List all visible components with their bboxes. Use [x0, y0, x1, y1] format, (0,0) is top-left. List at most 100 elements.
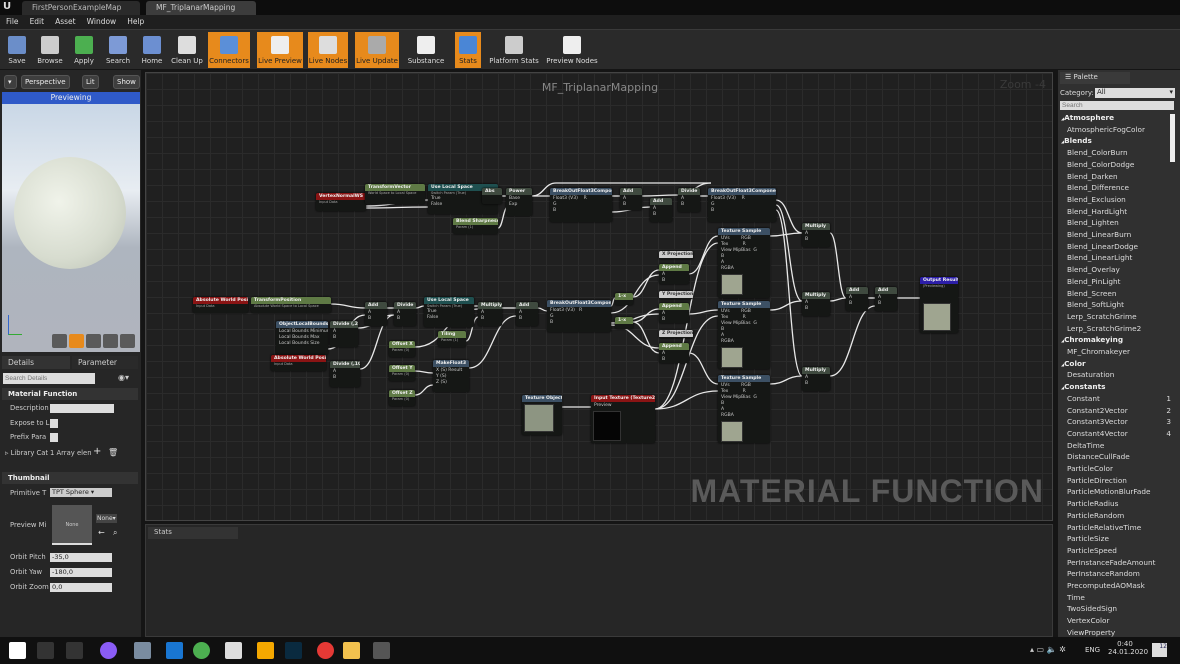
toolbar-live-nodes-button[interactable]: Live Nodes — [308, 32, 348, 68]
node-abs[interactable]: Abs — [482, 188, 502, 204]
palette-item[interactable]: ParticleDirection — [1067, 476, 1175, 485]
node-y-projection[interactable]: Y Projection — [659, 291, 693, 299]
cylinder-shape-button[interactable] — [52, 334, 67, 348]
prefix-checkbox[interactable] — [50, 433, 58, 442]
unreal-icon[interactable] — [373, 642, 390, 659]
palette-item[interactable]: ParticleSize — [1067, 534, 1175, 543]
palette-search-input[interactable] — [1060, 101, 1174, 110]
tab-first-person-map[interactable]: FirstPersonExampleMap — [22, 1, 140, 15]
palette-item[interactable]: PerInstanceFadeAmount — [1067, 558, 1175, 567]
add-element-icon[interactable]: + — [93, 446, 102, 457]
alice-icon[interactable] — [100, 642, 117, 659]
palette-item[interactable]: Blend_ColorDodge — [1067, 160, 1175, 169]
calendar-icon[interactable] — [225, 642, 242, 659]
palette-item[interactable]: Blend_Difference — [1067, 183, 1175, 192]
palette-item[interactable]: ParticleColor — [1067, 464, 1175, 473]
palette-item[interactable]: Blend_Screen — [1067, 289, 1175, 298]
lit-button[interactable]: Lit — [82, 75, 99, 89]
perspective-button[interactable]: Perspective — [21, 75, 70, 89]
palette-item[interactable]: MF_Chromakeyer — [1067, 347, 1175, 356]
chrome-icon[interactable] — [193, 642, 210, 659]
material-graph-canvas[interactable]: MF_TriplanarMapping Zoom -4 MATERIAL FUN… — [145, 72, 1053, 521]
palette-item[interactable]: Blend_ColorBurn — [1067, 148, 1175, 157]
node-absolute-world-position[interactable]: Absolute World PositionInput Data — [193, 297, 248, 313]
node-texture-object[interactable]: Texture Object — [522, 395, 562, 435]
palette-item[interactable]: Blend_HardLight — [1067, 207, 1175, 216]
palette-item[interactable]: Blend_PinLight — [1067, 277, 1175, 286]
palette-item[interactable]: Blend_SoftLight — [1067, 300, 1175, 309]
palette-item[interactable]: Desaturation — [1067, 370, 1175, 379]
node-z-projection[interactable]: Z Projection — [659, 330, 693, 338]
palette-item[interactable]: AtmosphericFogColor — [1067, 125, 1175, 134]
photos-icon[interactable] — [134, 642, 151, 659]
menu-asset[interactable]: Asset — [55, 17, 76, 26]
toolbar-preview-nodes-button[interactable]: Preview Nodes — [544, 32, 600, 68]
plane-shape-button[interactable] — [86, 334, 101, 348]
mesh-shape-button[interactable] — [120, 334, 135, 348]
palette-category[interactable]: ◢Atmosphere — [1061, 113, 1169, 122]
palette-item[interactable]: Blend_LinearDodge — [1067, 242, 1175, 251]
node-1-x[interactable]: 1-x — [615, 293, 633, 305]
palette-category[interactable]: ◢Chromakeying — [1061, 335, 1169, 344]
palette-item[interactable]: TwoSidedSign — [1067, 604, 1175, 613]
palette-item[interactable]: VertexColor — [1067, 616, 1175, 625]
preview-mesh-thumbnail[interactable]: None — [52, 505, 92, 545]
task-view-icon[interactable] — [66, 642, 83, 659]
palette-item[interactable]: Blend_Exclusion — [1067, 195, 1175, 204]
node-divide-2[interactable]: Divide (,2)A B — [330, 321, 358, 347]
palette-item[interactable]: ParticleRadius — [1067, 499, 1175, 508]
search-icon[interactable] — [37, 642, 54, 659]
node-output-result[interactable]: Output Result(Previewing) — [920, 277, 958, 333]
language-indicator[interactable]: ENG — [1085, 646, 1101, 654]
orbit-pitch-input[interactable]: -35,0 — [50, 553, 112, 562]
start-icon[interactable] — [9, 642, 26, 659]
palette-item[interactable]: Lerp_ScratchGrime — [1067, 312, 1175, 321]
description-field[interactable] — [50, 404, 114, 413]
palette-item[interactable]: ParticleRandom — [1067, 511, 1175, 520]
yandex-icon[interactable] — [317, 642, 334, 659]
search-details-input[interactable] — [3, 373, 95, 384]
toolbar-save-button[interactable]: Save — [4, 32, 30, 68]
toolbar-browse-button[interactable]: Browse — [36, 32, 64, 68]
node-breakoutfloat3components[interactable]: BreakOutFloat3ComponentsFloat3 (V3) R G … — [550, 188, 612, 222]
toolbar-apply-button[interactable]: Apply — [71, 32, 97, 68]
show-button[interactable]: Show — [113, 75, 140, 89]
tab-palette[interactable]: ☰ Palette — [1060, 72, 1130, 84]
palette-item[interactable]: ParticleMotionBlurFade — [1067, 487, 1175, 496]
palette-item[interactable]: ParticleRelativeTime — [1067, 523, 1175, 532]
orbit-zoom-input[interactable]: 0,0 — [50, 583, 112, 592]
cube-shape-button[interactable] — [103, 334, 118, 348]
tab-parameter[interactable]: Parameter — [72, 356, 138, 369]
menu-edit[interactable]: Edit — [29, 17, 45, 26]
use-selected-arrow-icon[interactable]: ← — [98, 528, 105, 537]
tab-details[interactable]: Details — [2, 356, 70, 369]
palette-item[interactable]: Blend_Lighten — [1067, 218, 1175, 227]
primitive-select[interactable]: TPT Sphere ▾ — [50, 488, 112, 497]
viewport-options-dropdown[interactable]: ▾ — [4, 75, 17, 89]
delete-icon[interactable]: 🗑 — [108, 448, 119, 457]
node-absolute-world-position[interactable]: Absolute World PositionInput Data — [271, 355, 326, 371]
